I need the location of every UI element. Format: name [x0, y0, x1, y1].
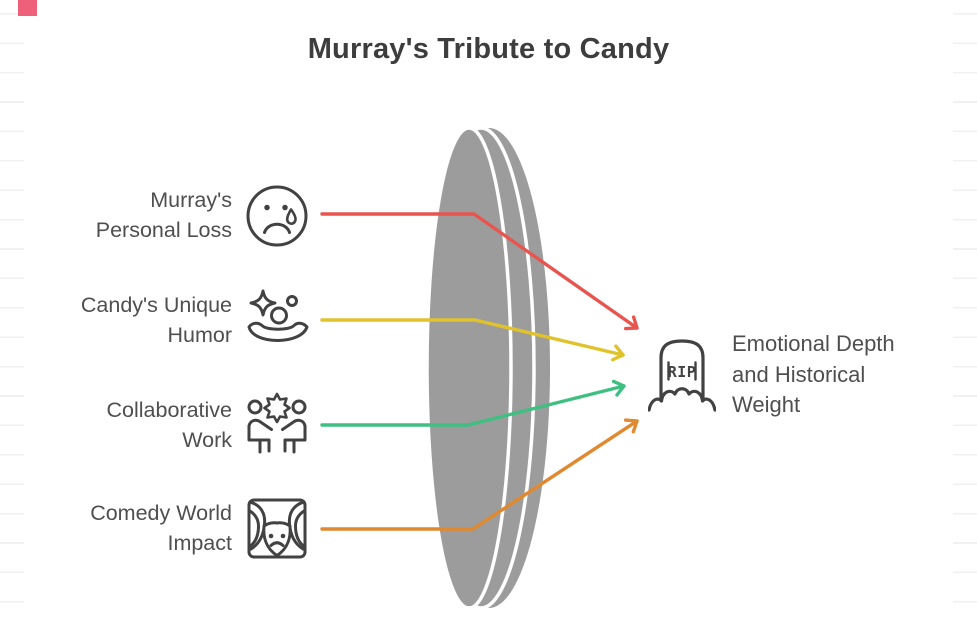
lens-front-slice [425, 126, 513, 610]
output-label: Emotional Depth and Historical Weight [732, 329, 942, 421]
right-edge-ruling [953, 13, 977, 625]
theater-curtain-mask-icon [247, 498, 307, 559]
label-line-2: Impact [167, 531, 232, 555]
label-line-1: Candy's Unique [80, 293, 232, 317]
arrow-comedy-world-impact [320, 418, 639, 531]
collaboration-people-icon [247, 392, 307, 454]
arrow-murrays-personal-loss [320, 212, 639, 331]
output-label-line-1: Emotional Depth [732, 331, 895, 356]
left-edge-ruling [0, 13, 24, 625]
corner-accent-square [18, 0, 37, 16]
rip-text: RIP [668, 363, 697, 381]
tombstone-rip-icon: RIP [648, 339, 716, 412]
page-title: Murray's Tribute to Candy [307, 33, 670, 65]
arrow-collaborative-work [320, 379, 626, 427]
clown-sparkle-icon [247, 289, 309, 342]
lens-shape [425, 126, 550, 610]
input-label: Candy's Unique Humor [30, 290, 232, 350]
label-line-1: Collaborative [106, 398, 232, 422]
label-line-2: Humor [167, 323, 232, 347]
label-line-1: Comedy World [90, 501, 232, 525]
label-line-2: Personal Loss [95, 218, 232, 242]
sad-face-icon [246, 185, 308, 247]
output-label-line-2: and Historical [732, 361, 866, 387]
input-label: Comedy World Impact [30, 498, 232, 558]
label-line-2: Work [182, 428, 232, 452]
label-line-1: Murray's [150, 188, 232, 212]
output-label-line-3: Weight [732, 392, 801, 417]
input-label: Murray's Personal Loss [30, 185, 232, 245]
input-label: Collaborative Work [30, 395, 232, 455]
arrow-candys-unique-humor [320, 318, 625, 362]
